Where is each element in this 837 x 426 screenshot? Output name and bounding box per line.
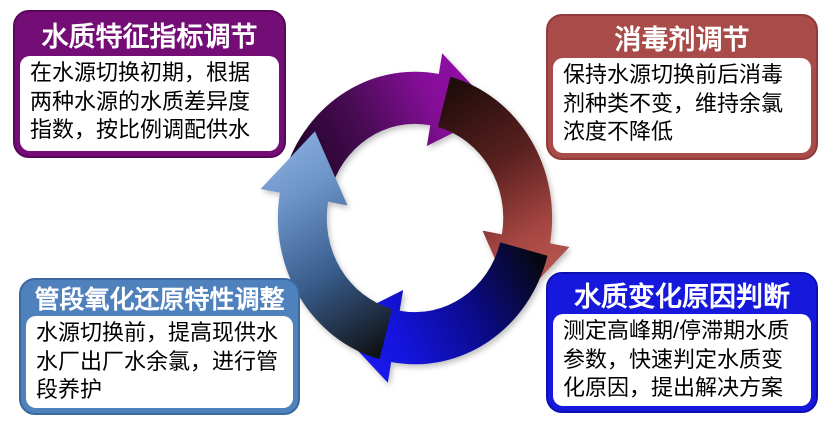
- card-change-cause-body: 测定高峰期/停滞期水质参数，快速判定水质变化原因，提出解决方案: [553, 314, 811, 406]
- card-disinfectant: 消毒剂调节 保持水源切换前后消毒剂种类不变，维持余氯浓度不降低: [546, 14, 818, 160]
- card-disinfectant-title: 消毒剂调节: [614, 24, 750, 55]
- card-water-quality-index: 水质特征指标调节 在水源切换初期，根据两种水源的水质差异度指数，按比例调配供水: [13, 10, 286, 158]
- card-water-quality-index-body: 在水源切换初期，根据两种水源的水质差异度指数，按比例调配供水: [20, 56, 279, 151]
- card-change-cause: 水质变化原因判断 测定高峰期/停滞期水质参数，快速判定水质变化原因，提出解决方案: [546, 272, 818, 413]
- card-pipe-redox-body: 水源切换前，提高现供水水厂出厂水余氯，进行管段养护: [26, 316, 293, 408]
- card-disinfectant-body: 保持水源切换前后消毒剂种类不变，维持余氯浓度不降低: [553, 58, 811, 153]
- card-pipe-redox-title: 管段氧化还原特性调整: [34, 286, 285, 314]
- card-water-quality-index-title: 水质特征指标调节: [41, 21, 258, 52]
- card-change-cause-title: 水质变化原因判断: [574, 281, 790, 312]
- card-pipe-redox: 管段氧化还原特性调整 水源切换前，提高现供水水厂出厂水余氯，进行管段养护: [19, 278, 300, 415]
